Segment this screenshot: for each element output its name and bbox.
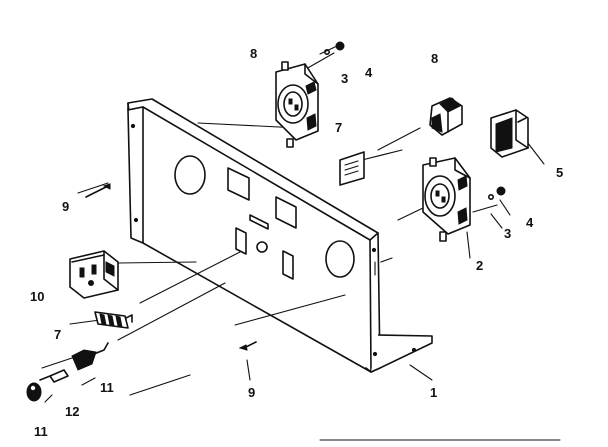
fuse-cap-part-11	[26, 382, 42, 402]
callout-4-lower: 4	[526, 215, 534, 230]
control-panel	[127, 98, 433, 373]
plate-part-7-upper	[339, 151, 365, 186]
lower-receptacle	[422, 157, 471, 242]
outlet-part-10	[69, 250, 119, 299]
callout-3-lower: 3	[504, 226, 511, 241]
callout-3-upper: 3	[341, 71, 348, 86]
fuse-part-12	[39, 369, 69, 383]
callout-10: 10	[30, 289, 44, 304]
callout-7-lower: 7	[54, 327, 61, 342]
callout-11-upper: 11	[100, 380, 114, 395]
switch-part-8	[429, 97, 463, 136]
callout-5: 5	[556, 165, 563, 180]
leader-lines	[41, 45, 561, 441]
callout-8-upper: 8	[250, 46, 257, 61]
screw-part-9-lower	[238, 341, 257, 351]
callout-2: 2	[476, 258, 483, 273]
callout-8-right: 8	[431, 51, 438, 66]
callout-1: 1	[430, 385, 437, 400]
upper-receptacle	[275, 61, 319, 148]
callout-9-left: 9	[62, 199, 69, 214]
fuse-holder-part-11	[71, 342, 109, 371]
screw-and-nut-upper	[323, 41, 345, 55]
screw-and-nut-lower	[487, 186, 506, 201]
callout-9-lower: 9	[248, 385, 255, 400]
screw-part-9-left	[85, 183, 111, 198]
callout-11-lower: 11	[34, 424, 48, 439]
callout-7-upper: 7	[335, 120, 342, 135]
callout-12: 12	[65, 404, 79, 419]
terminal-strip-part-7	[94, 311, 133, 329]
outlet-part-5	[490, 109, 529, 158]
callout-labels: 8 3 4 8 5 7 9 4 3 2 10 7 11 12 11 9 1	[30, 46, 563, 439]
callout-4-upper: 4	[365, 65, 373, 80]
